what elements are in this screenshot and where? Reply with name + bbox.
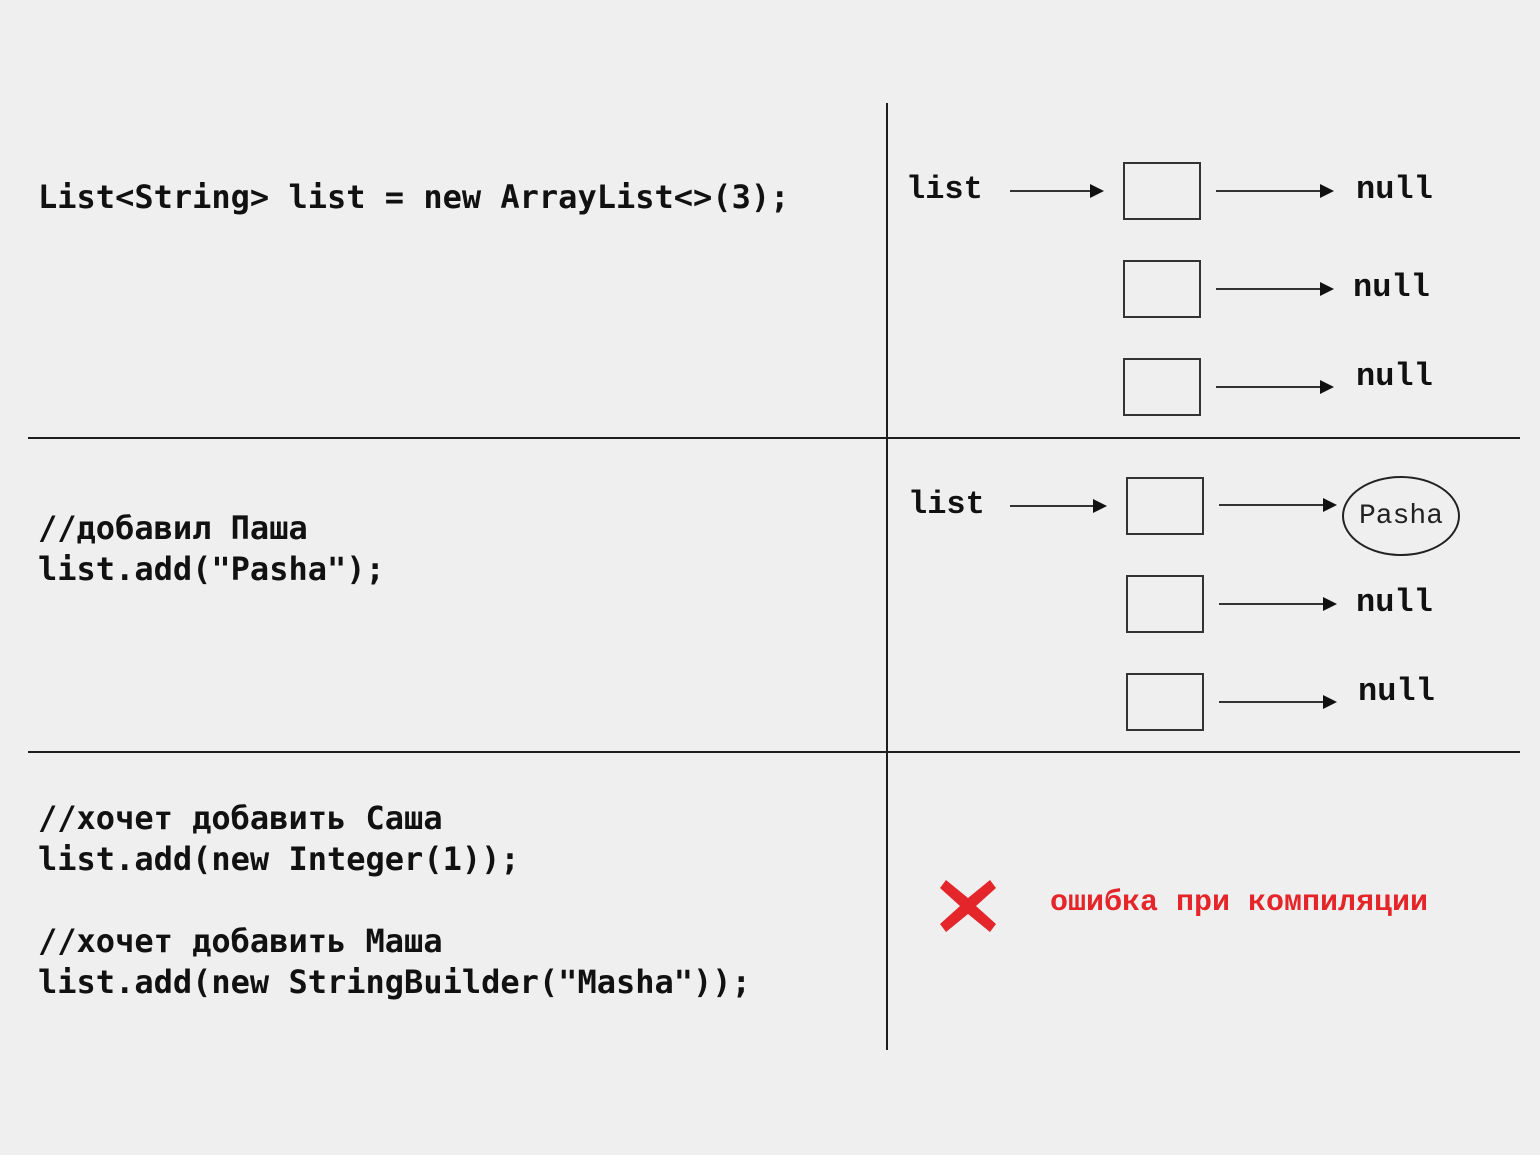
- cell-1-arrow: [1216, 282, 1334, 296]
- list-pointer-arrow: [1010, 184, 1104, 198]
- comment-sasha: //хочет добавить Саша: [38, 799, 443, 837]
- list-variable-label-2: list: [908, 486, 985, 523]
- pasha-object: Pasha: [1342, 476, 1460, 556]
- cross-icon: [940, 880, 996, 932]
- code-declaration: List<String> list = new ArrayList<>(3);: [38, 178, 790, 216]
- cell-2-b-value: null: [1358, 673, 1435, 710]
- code-add-pasha: //добавил Паша list.add("Pasha");: [38, 508, 385, 590]
- array-cell-0-b: [1126, 477, 1204, 535]
- cell-0-b-arrow: [1219, 498, 1337, 512]
- list-pointer-arrow-2: [1010, 499, 1107, 513]
- array-cell-2: [1123, 358, 1201, 416]
- array-cell-2-b: [1126, 673, 1204, 731]
- array-cell-0: [1123, 162, 1201, 220]
- cell-2-b-arrow: [1219, 695, 1337, 709]
- comment-masha: //хочет добавить Маша: [38, 922, 443, 960]
- compile-error-text: ошибка при компиляции: [1050, 886, 1429, 920]
- list-variable-label: list: [906, 171, 983, 208]
- column-divider: [886, 103, 888, 1050]
- comment-added-pasha: //добавил Паша: [38, 509, 308, 547]
- cell-0-value: null: [1356, 171, 1433, 208]
- cell-1-b-arrow: [1219, 597, 1337, 611]
- row-divider-2: [28, 751, 1520, 753]
- code-line-add-pasha: list.add("Pasha");: [38, 550, 385, 588]
- array-cell-1-b: [1126, 575, 1204, 633]
- row-divider-1: [28, 437, 1520, 439]
- cell-2-value: null: [1356, 358, 1433, 395]
- array-cell-1: [1123, 260, 1201, 318]
- code-line-add-integer: list.add(new Integer(1));: [38, 840, 520, 878]
- cell-1-value: null: [1353, 269, 1430, 306]
- cell-0-arrow: [1216, 184, 1334, 198]
- cell-2-arrow: [1216, 380, 1334, 394]
- cell-1-b-value: null: [1356, 584, 1433, 621]
- code-invalid-adds: //хочет добавить Саша list.add(new Integ…: [38, 798, 751, 1003]
- code-line-add-stringbuilder: list.add(new StringBuilder("Masha"));: [38, 963, 751, 1001]
